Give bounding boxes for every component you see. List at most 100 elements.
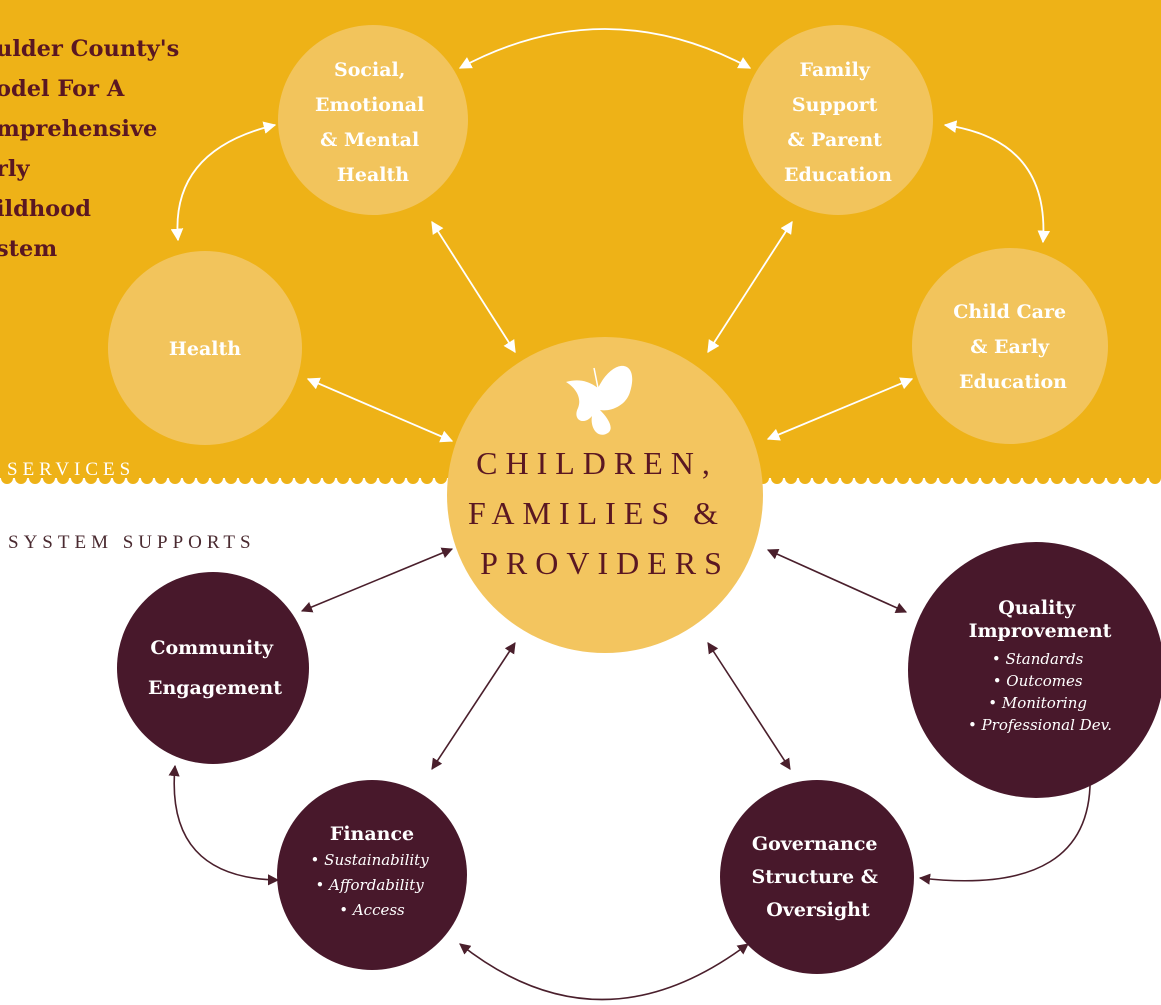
finance-bullet-2: • Affordability [315,876,424,894]
title-line-4: rly [0,156,30,182]
scallop [379,472,391,484]
childcare-label: Child Care & Early Education [953,301,1072,393]
governance-label: Governance Structure & Oversight [752,833,885,921]
scallop [323,472,335,484]
arrow-health-center [306,377,454,443]
arrow-social-center [431,220,516,354]
title-line-1: ulder County's [0,36,179,62]
scallop [1023,472,1035,484]
scallop [897,472,909,484]
scallop [827,472,839,484]
service-social: Social, Emotional & Mental Health [278,25,468,215]
support-quality: Quality Improvement • Standards • Outcom… [908,542,1161,798]
social-line-3: & Mental [320,129,419,151]
finance-line-1: Finance [330,823,414,845]
service-health: Health [108,251,302,445]
support-community: Community Engagement [117,572,309,764]
scallop [253,472,265,484]
social-line-4: Health [337,164,409,186]
social-line-2: Emotional [315,94,424,116]
scallop [995,472,1007,484]
scallop [15,472,27,484]
center-label: CHILDREN, FAMILIES & PROVIDERS [468,445,742,581]
scallop [981,472,993,484]
scallop [211,472,223,484]
community-line-2: Engagement [148,677,282,699]
scallop [1037,472,1049,484]
scallop [337,472,349,484]
family-circle [743,25,933,215]
finance-bullet-3: • Access [339,901,405,919]
scallop [841,472,853,484]
scallop [911,472,923,484]
scallop [365,472,377,484]
social-line-1: Social, [334,59,405,81]
scallop [435,472,447,484]
childcare-line-1: Child Care [953,301,1066,323]
center-line-1: CHILDREN, [476,445,718,481]
service-family: Family Support & Parent Education [743,25,933,215]
scallop [771,472,783,484]
scallop [1065,472,1077,484]
scallop [925,472,937,484]
health-label: Health [169,338,241,360]
arrow-governance-quality [918,771,1096,885]
quality-title: Quality Improvement [969,597,1112,642]
arrow-quality-center [766,549,908,613]
finance-title: Finance [330,823,414,845]
scallop [141,472,153,484]
scallop [225,472,237,484]
quality-bullet-4: • Professional Dev. [968,716,1112,734]
scallop [85,472,97,484]
title-line-3: mprehensive [0,116,157,142]
family-line-4: Education [784,164,892,186]
support-governance: Governance Structure & Oversight [720,780,914,974]
quality-line-1: Quality [998,597,1076,619]
finance-circle [277,780,467,970]
scallop [309,472,321,484]
scallop [953,472,965,484]
arrow-community-finance [168,764,280,886]
scallop [1,472,13,484]
governance-line-1: Governance [752,833,878,855]
butterfly-icon [566,365,633,435]
arrow-family-center [707,220,793,354]
quality-bullet-3: • Monitoring [988,694,1087,712]
scallop [71,472,83,484]
arrow-family-childcare [943,120,1051,244]
scallop [393,472,405,484]
scallop [813,472,825,484]
scallop [1121,472,1133,484]
service-circles: Social, Emotional & Mental Health Family… [108,25,1108,445]
quality-bullet-2: • Outcomes [993,672,1083,690]
service-connectors [170,28,1051,443]
governance-line-2: Structure & [752,866,878,888]
health-line-1: Health [169,338,241,360]
support-circles: Community Engagement Finance • Sustainab… [117,542,1161,974]
quality-bullet-1: • Standards [992,650,1084,668]
services-label: SERVICES [7,459,135,480]
scallop [799,472,811,484]
scallop [1009,472,1021,484]
scallop [155,472,167,484]
community-line-1: Community [150,637,274,659]
scallop [1135,472,1147,484]
finance-bullets: • Sustainability • Affordability • Acces… [311,851,434,919]
scallop [967,472,979,484]
social-circle [278,25,468,215]
support-connectors [168,547,1096,1001]
scallop [169,472,181,484]
scallop [1149,472,1161,484]
scallop [869,472,881,484]
title-line-6: stem [0,236,57,262]
scallop [99,472,111,484]
scallop [183,472,195,484]
family-line-2: Support [792,94,878,116]
system-supports-label: SYSTEM SUPPORTS [8,532,256,553]
quality-circle [908,542,1161,798]
arrow-childcare-center [766,377,914,441]
childcare-line-3: Education [959,371,1067,393]
scallop [939,472,951,484]
